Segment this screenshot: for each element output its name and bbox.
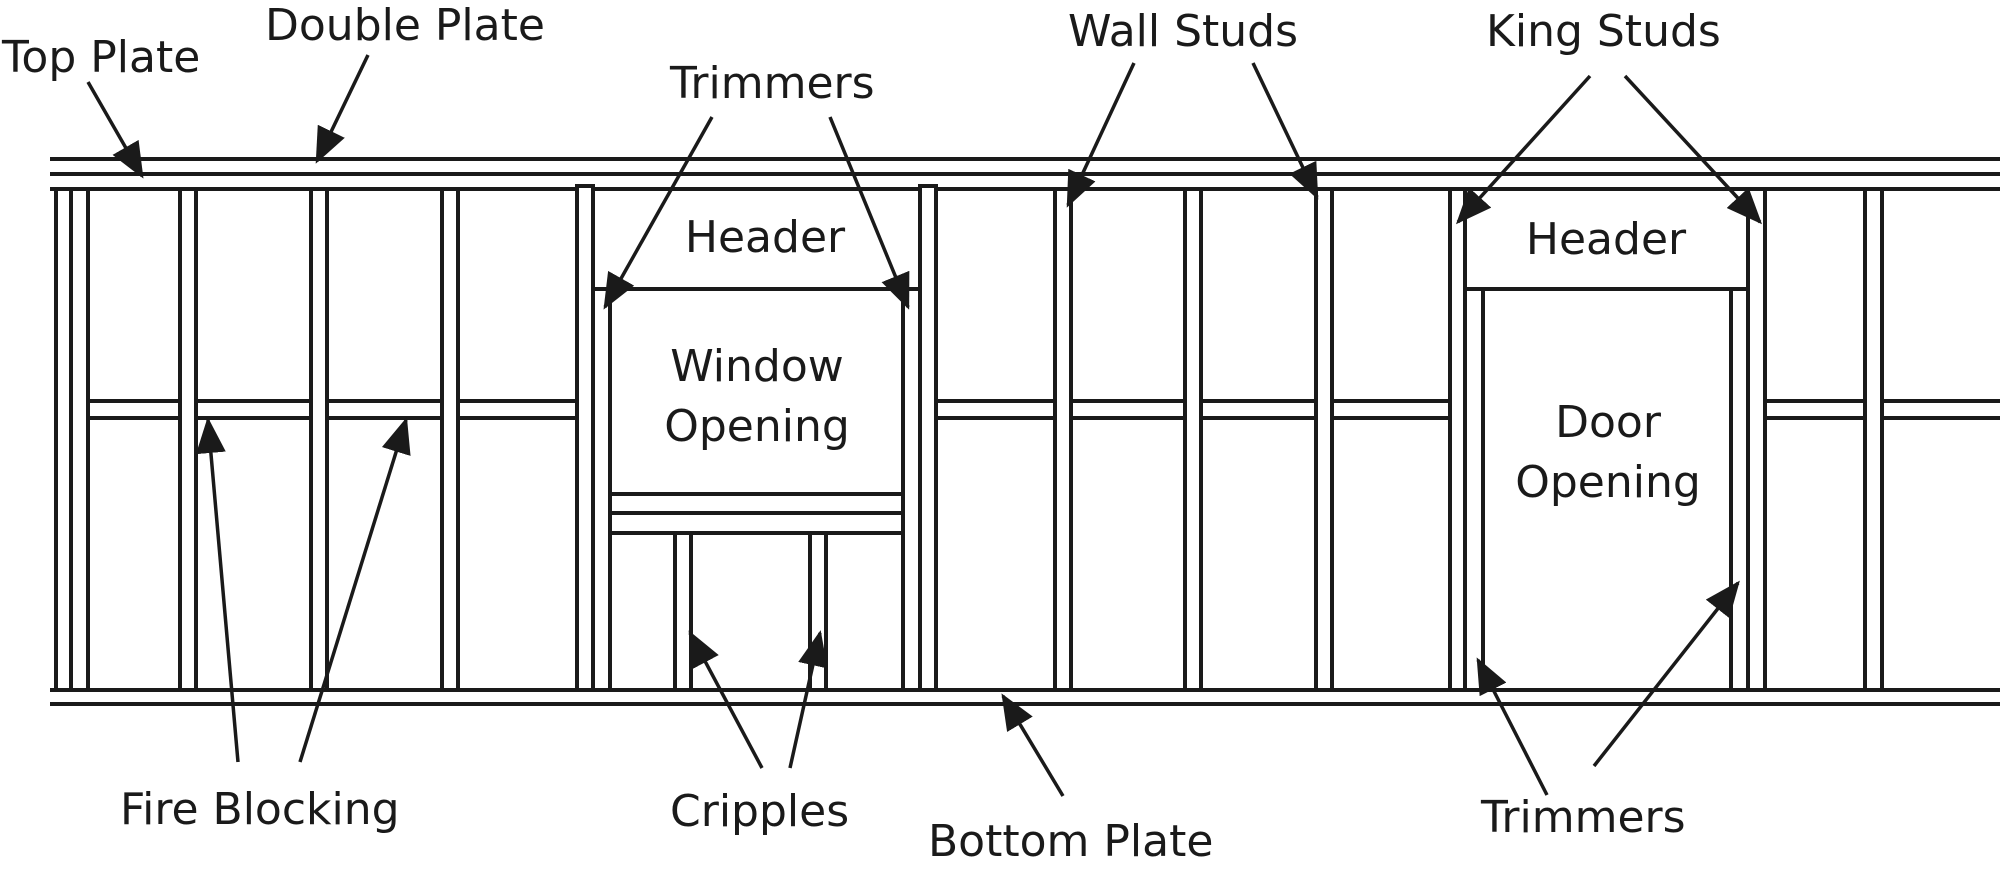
- wall-stud: [1053, 187, 1073, 692]
- label-double-plate: Double Plate: [265, 0, 545, 51]
- cripple: [673, 531, 693, 692]
- arrow-top-plate: [86, 81, 144, 179]
- arrow-trimmers-bottom-right: [1592, 580, 1740, 768]
- label-trimmers-top: Trimmers: [669, 58, 875, 109]
- label-window-opening-2: Opening: [664, 401, 850, 452]
- label-cripples: Cripples: [670, 786, 849, 837]
- arrows: [86, 54, 1763, 797]
- trimmer: [1463, 287, 1485, 692]
- arrow-wall-studs-left: [1066, 62, 1136, 208]
- wall-stud: [1183, 187, 1203, 692]
- bottom-plate: [50, 688, 2000, 706]
- end-stud: [54, 187, 73, 692]
- arrow-bottom-plate: [1001, 693, 1065, 797]
- trimmer: [901, 287, 922, 692]
- arrow-cripples-left: [688, 630, 764, 769]
- arrow-fire-blocking-left: [195, 417, 240, 763]
- arrow-trimmers-top-right: [828, 116, 910, 310]
- wall-stud: [1314, 187, 1334, 692]
- trimmer: [1729, 287, 1750, 692]
- label-wall-studs: Wall Studs: [1068, 6, 1298, 57]
- arrow-wall-studs-right: [1251, 62, 1319, 200]
- arrow-king-studs-left: [1455, 74, 1592, 225]
- king-stud: [918, 184, 938, 692]
- arrow-trimmers-top-left: [603, 116, 714, 310]
- label-top-plate: Top Plate: [1, 32, 200, 83]
- wall-stud: [1863, 187, 1884, 692]
- label-trimmers-bottom: Trimmers: [1480, 792, 1686, 843]
- label-king-studs: King Studs: [1486, 6, 1721, 57]
- arrow-cripples-right: [788, 630, 828, 769]
- label-window-header: Header: [685, 212, 846, 263]
- label-door-header: Header: [1526, 214, 1687, 265]
- wall-stud: [178, 187, 198, 692]
- king-stud: [1746, 187, 1767, 692]
- arrow-fire-blocking-right: [298, 417, 411, 763]
- arrow-trimmers-bottom-left: [1476, 657, 1549, 796]
- trimmer: [591, 287, 612, 692]
- wall-stud: [309, 187, 329, 692]
- king-stud: [575, 184, 595, 692]
- label-bottom-plate: Bottom Plate: [928, 816, 1213, 867]
- wall-stud: [440, 187, 460, 692]
- king-stud: [1448, 187, 1467, 692]
- label-window-opening-1: Window: [670, 341, 844, 392]
- label-door-opening-2: Opening: [1515, 457, 1701, 508]
- studs: [54, 184, 1884, 692]
- window-framing: [593, 287, 920, 535]
- arrow-double-plate: [315, 54, 370, 164]
- label-door-opening-1: Door: [1555, 397, 1662, 448]
- labels: Top Plate Double Plate Trimmers Wall Stu…: [1, 0, 1721, 867]
- label-fire-blocking: Fire Blocking: [120, 784, 400, 835]
- arrow-king-studs-right: [1623, 74, 1763, 225]
- end-stud: [69, 187, 90, 692]
- fire-blocking: [88, 399, 2000, 420]
